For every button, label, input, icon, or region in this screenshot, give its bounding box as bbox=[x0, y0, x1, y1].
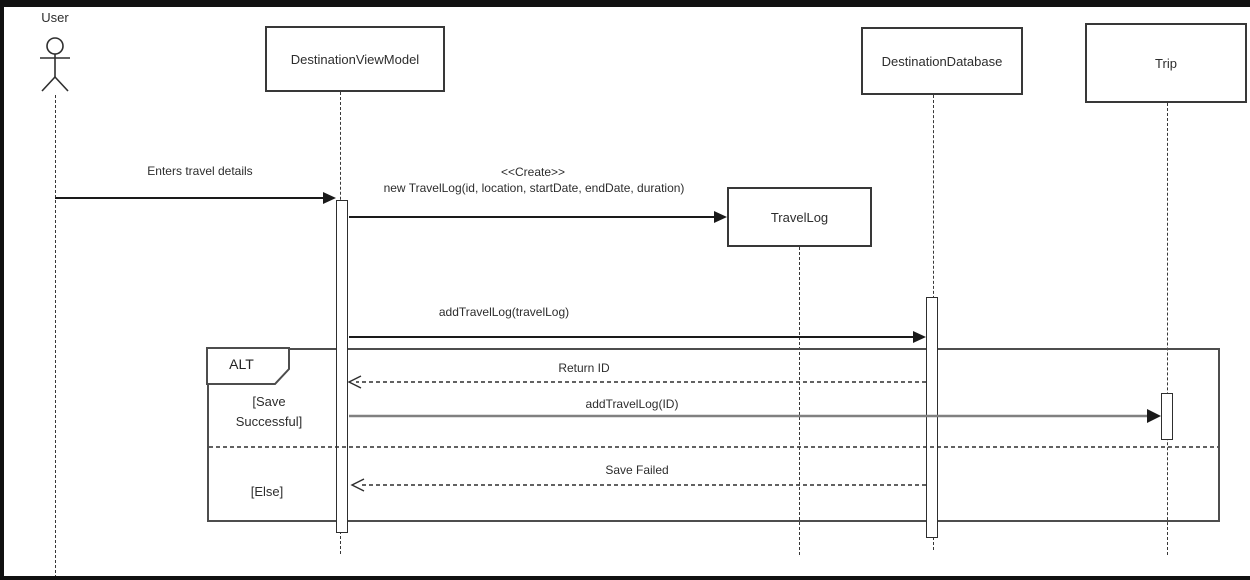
arrowhead-add-travel-log-id bbox=[1147, 409, 1161, 423]
participant-box-trip: Trip bbox=[1085, 23, 1247, 103]
stick-figure-actor-icon bbox=[40, 37, 70, 92]
arrowhead-add-travel-log bbox=[913, 331, 926, 343]
arrowhead-enter-details bbox=[323, 192, 336, 204]
message-label-create-call: new TravelLog(id, location, startDate, e… bbox=[383, 181, 685, 195]
message-label-return-id: Return ID bbox=[558, 361, 610, 375]
participant-box-travel-log: TravelLog bbox=[727, 187, 872, 247]
activation-destination-database bbox=[926, 297, 938, 538]
guard-label-else: [Else] bbox=[250, 484, 284, 499]
activation-trip bbox=[1161, 393, 1173, 440]
activation-destination-view-model bbox=[336, 200, 348, 533]
participant-box-destination-database: DestinationDatabase bbox=[861, 27, 1023, 95]
alt-fragment-frame bbox=[207, 348, 1220, 522]
arrowhead-create-travel-log bbox=[714, 211, 727, 223]
message-label-add-travel-log: addTravelLog(travelLog) bbox=[438, 305, 570, 319]
participant-label-destination-database: DestinationDatabase bbox=[881, 53, 1003, 69]
message-label-create-stereotype: <<Create>> bbox=[500, 165, 566, 179]
arrowhead-save-failed bbox=[350, 478, 365, 492]
frame-bottom-border bbox=[0, 576, 1250, 580]
message-label-save-failed: Save Failed bbox=[605, 463, 669, 477]
participant-label-travel-log: TravelLog bbox=[770, 209, 829, 225]
alt-operator-label: ALT bbox=[229, 356, 254, 372]
participant-label-destination-view-model: DestinationViewModel bbox=[290, 51, 420, 67]
frame-left-border bbox=[0, 0, 4, 580]
lifeline-trip bbox=[1167, 103, 1168, 555]
participant-label-trip: Trip bbox=[1155, 55, 1177, 71]
guard-label-save-successful: [Save Successful] bbox=[235, 394, 303, 430]
frame-top-border bbox=[0, 0, 1250, 7]
actor-label-user: User bbox=[41, 10, 69, 25]
lifeline-user bbox=[55, 95, 56, 578]
arrowhead-return-id bbox=[347, 375, 362, 389]
message-label-enter-details: Enters travel details bbox=[147, 164, 253, 178]
alt-operator-pentagon bbox=[206, 347, 290, 385]
message-label-add-travel-log-id: addTravelLog(ID) bbox=[585, 397, 679, 411]
participant-box-destination-view-model: DestinationViewModel bbox=[265, 26, 445, 92]
lifeline-travel-log bbox=[799, 247, 800, 555]
